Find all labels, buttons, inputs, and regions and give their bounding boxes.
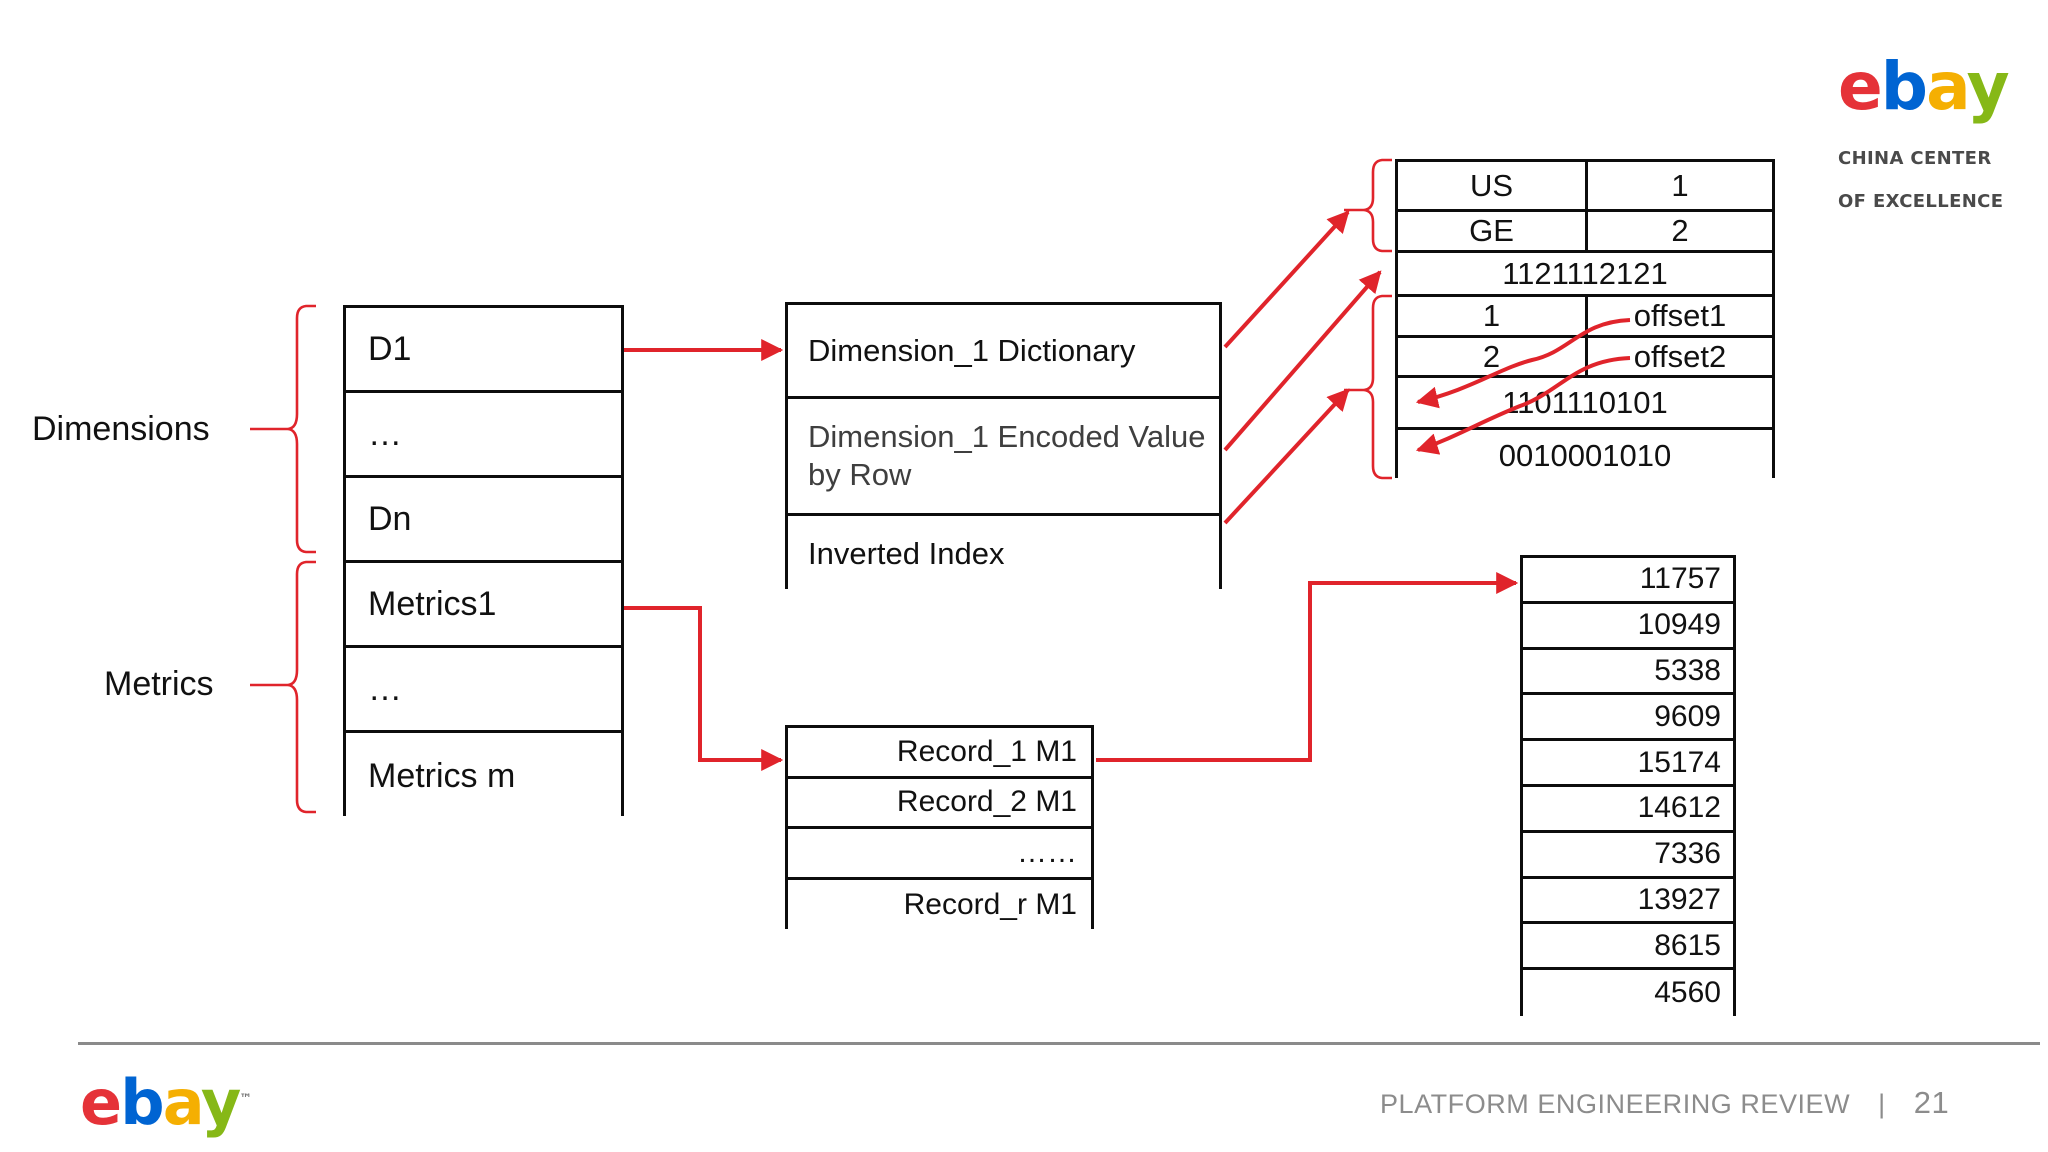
arrow-metrics1-to-records	[624, 606, 784, 771]
table-row[interactable]: 1 offset1	[1398, 297, 1772, 338]
table-row[interactable]: Dn	[346, 478, 621, 564]
footer-separator: |	[1878, 1089, 1886, 1119]
inverted-index-label: Inverted Index	[808, 536, 1005, 572]
table-row[interactable]: Dimension_1 Encoded Value by Row	[788, 399, 1219, 516]
table-row[interactable]: 5338	[1523, 649, 1733, 696]
table-row[interactable]: …	[346, 648, 621, 734]
table-row[interactable]: 9609	[1523, 695, 1733, 742]
ebay-letter-b: b	[1880, 48, 1928, 125]
ebay-letter-b: b	[120, 1066, 164, 1139]
dict-key-cell: US	[1398, 162, 1588, 209]
encoded-values-cell: 1121112121	[1502, 255, 1668, 291]
ebay-letter-y: y	[1966, 48, 2010, 125]
metric-values-table: 11757 10949 5338 9609 15174 14612 7336 1…	[1520, 555, 1736, 1016]
dimension-structure-box: Dimension_1 Dictionary Dimension_1 Encod…	[785, 302, 1222, 592]
table-row[interactable]: …	[346, 393, 621, 479]
ebay-logo-header: ebay	[1838, 48, 2010, 125]
dictionary-index-table: US 1 GE 2 1121112121 1 offset1 2 offset2…	[1395, 159, 1775, 481]
dictionary-rows-brace	[1363, 158, 1392, 253]
table-row[interactable]: 11757	[1523, 558, 1733, 604]
table-row[interactable]: US 1	[1398, 162, 1772, 212]
trademark-icon: ™	[239, 1090, 252, 1106]
field-label: …	[368, 414, 402, 453]
fields-table: D1 … Dn Metrics1 … Metrics m	[343, 305, 624, 819]
ebay-logo-footer: ebay™	[80, 1066, 252, 1139]
metric-value: 5338	[1654, 653, 1721, 687]
dimensions-brace	[287, 304, 316, 554]
field-label: Metrics1	[368, 584, 497, 623]
china-center-of-excellence-label: CHINA CENTER OF EXCELLENCE	[1838, 126, 2003, 234]
metrics-brace	[287, 560, 316, 814]
arrow-encoded-values-to-table	[1223, 270, 1382, 452]
record-label: Record_2 M1	[896, 785, 1077, 819]
table-row[interactable]: Record_2 M1	[788, 778, 1091, 829]
dict-key-cell: GE	[1398, 212, 1588, 250]
table-row[interactable]: GE 2	[1398, 212, 1772, 253]
table-row[interactable]: D1	[346, 308, 621, 394]
inverted-index-rows-brace	[1363, 294, 1392, 480]
table-row[interactable]: 15174	[1523, 741, 1733, 787]
ebay-letter-a: a	[1926, 48, 1968, 125]
dict-value-cell: 1	[1671, 167, 1689, 203]
metric-value: 13927	[1637, 882, 1721, 916]
coe-line-2: OF EXCELLENCE	[1838, 190, 2004, 212]
metric-value: 14612	[1637, 791, 1721, 825]
metrics-label: Metrics	[104, 665, 214, 703]
dict-value-cell: 2	[1671, 213, 1689, 248]
table-row[interactable]: 0010001010	[1398, 430, 1772, 481]
table-row[interactable]: 4560	[1523, 970, 1733, 1016]
table-row[interactable]: Record_1 M1	[788, 728, 1091, 779]
index-key-cell: 1	[1398, 297, 1588, 335]
arrow-dictionary-to-table	[1223, 210, 1350, 349]
table-row[interactable]: Record_r M1	[788, 879, 1091, 930]
field-label: …	[368, 669, 402, 708]
footer-meta: PLATFORM ENGINEERING REVIEW | 21	[1380, 1085, 1949, 1121]
record-label: Record_1 M1	[896, 734, 1077, 768]
index-key-cell: 2	[1398, 338, 1588, 375]
table-row[interactable]: 10949	[1523, 603, 1733, 650]
metric-value: 10949	[1637, 608, 1721, 642]
metric-records-table: Record_1 M1 Record_2 M1 …… Record_r M1	[785, 725, 1094, 930]
deck-title: PLATFORM ENGINEERING REVIEW	[1380, 1089, 1851, 1119]
coe-line-1: CHINA CENTER	[1838, 147, 1992, 169]
bitmap-cell: 0010001010	[1498, 437, 1672, 473]
field-label: D1	[368, 329, 412, 368]
metric-value: 9609	[1654, 699, 1721, 733]
table-row[interactable]: 1121112121	[1398, 253, 1772, 297]
metric-value: 4560	[1654, 976, 1721, 1010]
field-label: Dn	[368, 499, 412, 538]
table-row[interactable]: 14612	[1523, 786, 1733, 833]
table-row[interactable]: Dimension_1 Dictionary	[788, 305, 1219, 399]
field-label: Metrics m	[368, 756, 516, 795]
table-row[interactable]: 8615	[1523, 924, 1733, 971]
arrow-records-to-values	[1096, 572, 1519, 762]
table-row[interactable]: 7336	[1523, 832, 1733, 879]
ebay-letter-e: e	[80, 1066, 122, 1139]
index-offset-cell: offset1	[1633, 298, 1727, 333]
arrow-inverted-index-to-table	[1223, 388, 1350, 525]
table-row[interactable]: Metrics m	[346, 733, 621, 819]
ebay-letter-e: e	[1838, 48, 1883, 125]
table-row[interactable]: Metrics1	[346, 563, 621, 649]
dimension-dictionary-label: Dimension_1 Dictionary	[808, 332, 1136, 368]
table-row[interactable]: 1101110101	[1398, 378, 1772, 430]
table-row[interactable]: Inverted Index	[788, 516, 1219, 592]
table-row[interactable]: 13927	[1523, 878, 1733, 925]
dimensions-label: Dimensions	[32, 410, 210, 448]
footer-divider	[78, 1042, 2040, 1045]
metric-value: 11757	[1639, 562, 1721, 596]
ebay-letter-y: y	[200, 1066, 241, 1139]
table-row[interactable]: ……	[788, 829, 1091, 880]
metric-value: 8615	[1654, 928, 1721, 962]
metric-value: 7336	[1654, 837, 1721, 871]
record-label: Record_r M1	[903, 887, 1077, 921]
bitmap-cell: 1101110101	[1502, 384, 1668, 420]
ebay-letter-a: a	[162, 1066, 203, 1139]
record-label: ……	[1017, 835, 1077, 869]
index-offset-cell: offset2	[1633, 338, 1727, 374]
metric-value: 15174	[1637, 745, 1721, 779]
page-number: 21	[1913, 1085, 1950, 1120]
dimension-encoded-values-label: Dimension_1 Encoded Value by Row	[808, 419, 1206, 492]
table-row[interactable]: 2 offset2	[1398, 338, 1772, 378]
